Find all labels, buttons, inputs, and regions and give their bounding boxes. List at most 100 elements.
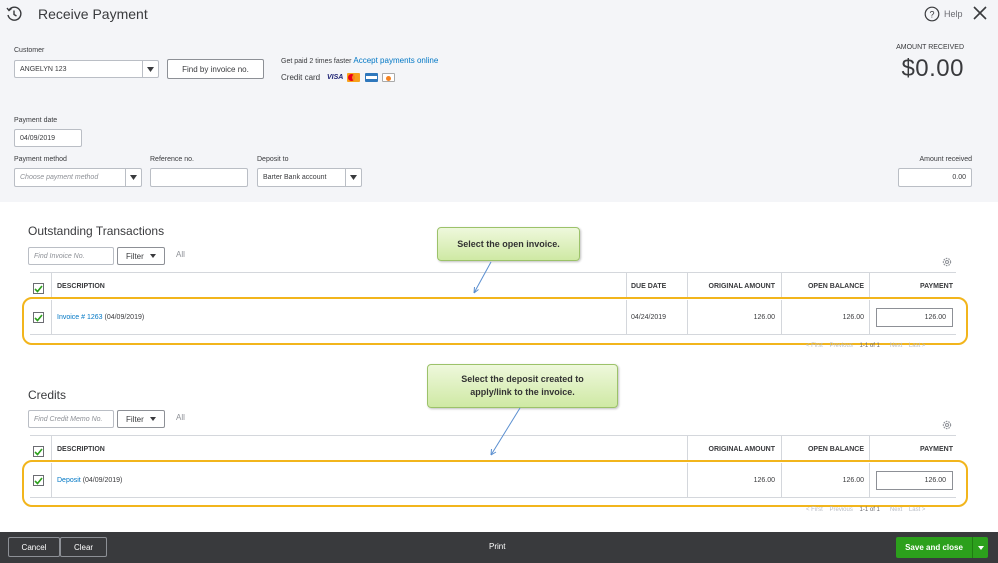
col-payment: PAYMENT bbox=[919, 446, 953, 453]
callout-arrow bbox=[473, 261, 492, 294]
customer-select[interactable]: ANGELYN 123 bbox=[14, 60, 159, 78]
reference-input[interactable] bbox=[150, 168, 248, 187]
pager-current: 1-1 of 1 bbox=[859, 507, 880, 513]
col-open-balance: OPEN BALANCE bbox=[807, 283, 864, 290]
deposit-open-balance: 126.00 bbox=[842, 477, 864, 484]
visa-icon: VISA bbox=[327, 74, 344, 81]
invoice-link[interactable]: Invoice # 1263 bbox=[57, 314, 103, 321]
customer-value: ANGELYN 123 bbox=[20, 65, 67, 73]
find-by-invoice-button[interactable]: Find by invoice no. bbox=[167, 59, 264, 79]
gear-icon[interactable] bbox=[941, 256, 953, 268]
svg-text:?: ? bbox=[929, 10, 934, 20]
invoice-original-amount: 126.00 bbox=[753, 314, 775, 321]
payment-date-input[interactable]: 04/09/2019 bbox=[14, 129, 82, 147]
column-divider bbox=[869, 300, 870, 334]
column-divider bbox=[51, 272, 52, 298]
column-divider bbox=[51, 435, 52, 461]
callout-deposit-line2: apply/link to the invoice. bbox=[470, 387, 575, 397]
column-divider bbox=[687, 272, 688, 298]
deposit-row-highlight bbox=[22, 460, 968, 507]
accept-payments-link[interactable]: Accept payments online bbox=[353, 56, 439, 65]
clear-button[interactable]: Clear bbox=[60, 537, 107, 557]
payment-date-value: 04/09/2019 bbox=[20, 134, 56, 142]
save-and-close-button[interactable]: Save and close bbox=[896, 537, 988, 558]
deposit-to-select[interactable]: Barter Bank account bbox=[257, 168, 362, 187]
outstanding-filter-button[interactable]: Filter bbox=[117, 247, 165, 265]
invoice-row-checkbox[interactable] bbox=[33, 312, 44, 323]
deposit-payment-input[interactable]: 126.00 bbox=[876, 471, 953, 490]
pager-first[interactable]: < First bbox=[806, 507, 823, 513]
customer-label: Customer bbox=[14, 47, 45, 54]
chevron-down-icon[interactable] bbox=[125, 169, 141, 186]
select-all-credits-checkbox[interactable] bbox=[33, 446, 44, 457]
column-divider bbox=[781, 435, 782, 461]
callout-select-deposit: Select the deposit created to apply/link… bbox=[427, 364, 618, 408]
help-label[interactable]: Help bbox=[944, 9, 963, 19]
deposit-to-label: Deposit to bbox=[257, 156, 289, 163]
invoice-description: Invoice # 1263 (04/09/2019) bbox=[57, 314, 144, 321]
col-description: DESCRIPTION bbox=[57, 446, 105, 453]
close-icon[interactable] bbox=[971, 4, 989, 22]
credits-all-label: All bbox=[176, 413, 185, 422]
outstanding-all-label: All bbox=[176, 250, 185, 259]
credits-filter-button[interactable]: Filter bbox=[117, 410, 165, 428]
pager-last[interactable]: Last > bbox=[908, 343, 926, 349]
outstanding-pager: < First Previous 1-1 of 1 Next Last > bbox=[806, 343, 925, 349]
discover-icon bbox=[382, 73, 395, 82]
outstanding-title: Outstanding Transactions bbox=[28, 224, 165, 238]
amount-received-label: Amount received bbox=[919, 156, 972, 163]
caret-down-icon bbox=[149, 254, 156, 258]
chevron-down-icon[interactable] bbox=[142, 61, 158, 77]
column-divider bbox=[781, 300, 782, 334]
pager-first[interactable]: < First bbox=[806, 343, 823, 349]
reference-label: Reference no. bbox=[150, 156, 194, 163]
select-all-checkbox[interactable] bbox=[33, 283, 44, 294]
column-divider bbox=[626, 300, 627, 334]
callout-arrow bbox=[490, 407, 521, 456]
save-options-chevron-icon[interactable] bbox=[972, 537, 988, 558]
callout-deposit-line1: Select the deposit created to bbox=[461, 374, 584, 384]
payment-method-select[interactable]: Choose payment method bbox=[14, 168, 142, 187]
cancel-button[interactable]: Cancel bbox=[8, 537, 60, 557]
col-due-date: DUE DATE bbox=[631, 283, 667, 290]
col-original-amount: ORIGINAL AMOUNT bbox=[708, 446, 776, 453]
deposit-description: Deposit (04/09/2019) bbox=[57, 477, 122, 484]
recent-transactions-icon[interactable] bbox=[5, 5, 23, 23]
deposit-link[interactable]: Deposit bbox=[57, 477, 81, 484]
invoice-row-highlight bbox=[22, 297, 968, 345]
column-divider bbox=[869, 272, 870, 298]
col-description: DESCRIPTION bbox=[57, 283, 105, 290]
col-payment: PAYMENT bbox=[919, 283, 953, 290]
amount-received-value: 0.00 bbox=[952, 174, 966, 181]
invoice-due-date: 04/24/2019 bbox=[631, 314, 667, 321]
invoice-open-balance: 126.00 bbox=[842, 314, 864, 321]
invoice-date: (04/09/2019) bbox=[104, 314, 145, 321]
mastercard-icon bbox=[347, 73, 360, 82]
pager-last[interactable]: Last > bbox=[908, 507, 926, 513]
find-credit-memo-input[interactable]: Find Credit Memo No. bbox=[28, 410, 114, 428]
print-button[interactable]: Print bbox=[489, 542, 506, 551]
help-icon[interactable]: ? bbox=[924, 6, 940, 22]
column-divider bbox=[687, 463, 688, 497]
amount-received-input[interactable]: 0.00 bbox=[898, 168, 972, 187]
find-invoice-input[interactable]: Find Invoice No. bbox=[28, 247, 114, 265]
deposit-original-amount: 126.00 bbox=[753, 477, 775, 484]
deposit-row-checkbox[interactable] bbox=[33, 475, 44, 486]
pager-previous[interactable]: Previous bbox=[829, 507, 853, 513]
pager-next[interactable]: Next bbox=[889, 507, 903, 513]
column-divider bbox=[626, 272, 627, 298]
amex-icon bbox=[365, 73, 378, 82]
payment-method-placeholder: Choose payment method bbox=[20, 174, 99, 181]
gear-icon[interactable] bbox=[941, 419, 953, 431]
pager-next[interactable]: Next bbox=[889, 343, 903, 349]
chevron-down-icon[interactable] bbox=[345, 169, 361, 186]
payment-date-label: Payment date bbox=[14, 117, 58, 124]
column-divider bbox=[781, 463, 782, 497]
row-border bbox=[30, 497, 956, 498]
pager-previous[interactable]: Previous bbox=[829, 343, 853, 349]
table-top-border bbox=[30, 435, 956, 436]
deposit-date: (04/09/2019) bbox=[82, 477, 123, 484]
invoice-payment-input[interactable]: 126.00 bbox=[876, 308, 953, 327]
page-title: Receive Payment bbox=[38, 6, 148, 22]
amount-received-total: $0.00 bbox=[901, 55, 964, 82]
